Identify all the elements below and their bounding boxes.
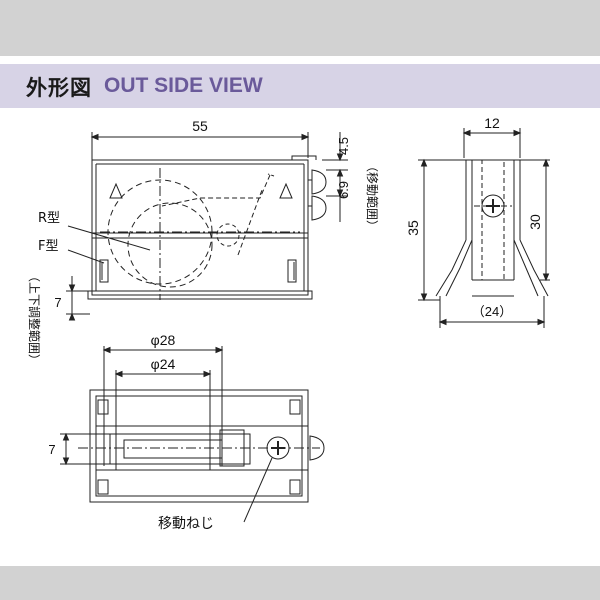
bottom-view [60, 346, 325, 523]
label-move-range: （移動範囲） [365, 160, 380, 232]
front-view [66, 132, 348, 321]
label-r-type: R型 [38, 211, 60, 226]
dim-side-24: （24） [472, 304, 512, 319]
dim-phi-24: φ24 [151, 356, 176, 372]
label-adjust-range: （上下調整範囲） [27, 270, 42, 366]
dim-height-4-5: 4.5 [336, 137, 351, 155]
label-screw: 移動ねじ [158, 516, 214, 532]
title-japanese: 外形図 [26, 76, 92, 100]
title-english: OUT SIDE VIEW [104, 74, 263, 97]
dim-bottom-7: 7 [48, 442, 55, 457]
dim-height-6-9: 6.9 [336, 181, 351, 199]
dim-side-12: 12 [484, 115, 500, 131]
side-view [418, 128, 550, 328]
dim-phi-28: φ28 [151, 332, 176, 348]
dim-adjust-7: 7 [54, 295, 61, 310]
label-f-type: F型 [38, 239, 58, 254]
dim-side-30: 30 [527, 214, 543, 230]
dim-width-55: 55 [192, 118, 208, 134]
header-bar [0, 64, 600, 108]
dim-side-35: 35 [405, 220, 421, 236]
